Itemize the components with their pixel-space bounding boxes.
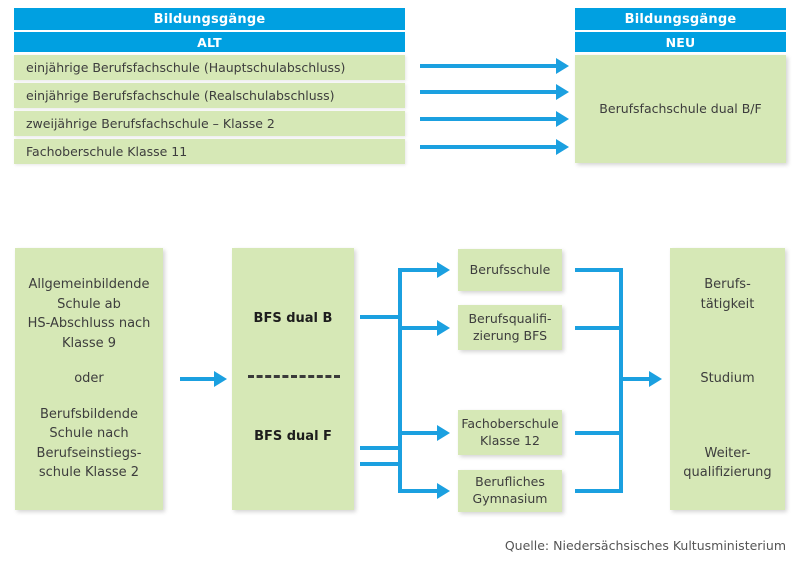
bfs-dual-f-label: BFS dual F <box>254 429 332 444</box>
new-panel-subheader: NEU <box>575 32 786 52</box>
new-panel-subheader-label: NEU <box>665 34 696 50</box>
transition-arrow-shaft <box>420 117 558 121</box>
merge-to-outcome-arrow-head <box>649 371 662 387</box>
old-program-row: zweijährige Berufsfachschule – Klasse 2 <box>14 111 405 136</box>
transition-arrow-head <box>556 58 569 74</box>
middle-box-fachoberschule: Fachoberschule Klasse 12 <box>458 410 562 455</box>
gymnasium-arrow-head <box>437 483 450 499</box>
branch-to-fachoberschule <box>398 431 440 435</box>
old-panel-subheader-label: ALT <box>197 34 222 50</box>
old-program-label: Fachoberschule Klasse 11 <box>26 144 188 159</box>
outcome-item-further-qualification: Weiter- qualifizierung <box>683 445 772 481</box>
entry-line-5: Berufsbildende <box>39 406 139 422</box>
branch-to-gymnasium <box>398 489 440 493</box>
middle-box-label: Berufsschule <box>469 261 551 277</box>
old-panel-header: Bildungsgänge <box>14 8 405 30</box>
old-program-label: zweijährige Berufsfachschule – Klasse 2 <box>26 116 275 131</box>
old-program-row: einjährige Berufsfachschule (Realschulab… <box>14 83 405 108</box>
branch-upper-stem <box>360 315 402 319</box>
middle-box-berufsqualifizierung: Berufsqualifi- zierung BFS <box>458 305 562 350</box>
old-program-label: einjährige Berufsfachschule (Realschulab… <box>26 88 335 103</box>
transition-arrow-head <box>556 139 569 155</box>
outcome-box: Berufs- tätigkeit Studium Weiter- qualif… <box>670 248 785 510</box>
merge-from-berufsqualifizierung <box>575 326 623 330</box>
middle-box-berufsschule: Berufsschule <box>458 249 562 291</box>
old-panel-subheader: ALT <box>14 32 405 52</box>
old-program-row: einjährige Berufsfachschule (Hauptschula… <box>14 55 405 80</box>
entry-line-3: HS-Abschluss nach <box>27 316 151 332</box>
merge-from-berufsschule <box>575 268 623 272</box>
merge-from-gymnasium <box>575 489 623 493</box>
entry-general-school-text: Allgemeinbildende Schule ab HS-Abschluss… <box>28 275 151 353</box>
new-programs-panel: Bildungsgänge NEU Berufsfachschule dual … <box>575 8 786 163</box>
berufsqualifizierung-arrow-head <box>437 320 450 336</box>
new-program-box: Berufsfachschule dual B/F <box>575 55 786 163</box>
branch-lower-trunk <box>398 431 402 493</box>
branch-upper-trunk <box>398 268 402 450</box>
branch-upper-return <box>360 446 402 450</box>
entry-line-2: Schule ab <box>57 296 121 312</box>
middle-box-label: Fachoberschule Klasse 12 <box>461 415 559 448</box>
branch-to-berufsschule <box>398 268 440 272</box>
entry-vocational-school-text: Berufsbildende Schule nach Berufseinstie… <box>37 405 142 483</box>
entry-line-4: Klasse 9 <box>61 335 117 351</box>
bfs-dual-divider <box>248 375 340 378</box>
middle-box-gymnasium: Berufliches Gymnasium <box>458 470 562 512</box>
branch-lower-stem <box>360 462 402 466</box>
middle-box-label: Berufsqualifi- zierung BFS <box>468 310 552 343</box>
entry-pathway-box: Allgemeinbildende Schule ab HS-Abschluss… <box>15 248 163 510</box>
old-programs-panel: Bildungsgänge ALT einjährige Berufsfachs… <box>14 8 405 168</box>
bfs-dual-box <box>232 248 354 510</box>
entry-to-dual-arrow-shaft <box>180 377 216 381</box>
merge-to-outcome-shaft <box>619 377 651 381</box>
transition-arrow-head <box>556 84 569 100</box>
entry-to-dual-arrow-head <box>214 371 227 387</box>
transition-arrow-shaft <box>420 145 558 149</box>
entry-line-6: Schule nach <box>49 426 129 442</box>
transition-arrow-shaft <box>420 64 558 68</box>
source-caption: Quelle: Niedersächsisches Kultusminister… <box>504 538 786 553</box>
entry-line-7: Berufseinstiegs- <box>36 445 142 461</box>
outcome-item-studies: Studium <box>700 371 755 387</box>
fachoberschule-arrow-head <box>437 425 450 441</box>
old-program-row: Fachoberschule Klasse 11 <box>14 139 405 164</box>
old-panel-header-label: Bildungsgänge <box>153 11 266 27</box>
entry-line-1: Allgemeinbildende <box>28 277 150 293</box>
berufsschule-arrow-head <box>437 262 450 278</box>
entry-connector-word: oder <box>74 371 104 387</box>
merge-from-fachoberschule <box>575 431 623 435</box>
branch-to-berufsqualifizierung <box>398 326 440 330</box>
outcome-item-employment: Berufs- tätigkeit <box>700 277 755 312</box>
transition-arrow-shaft <box>420 90 558 94</box>
old-program-label: einjährige Berufsfachschule (Hauptschula… <box>26 60 346 75</box>
middle-box-label: Berufliches Gymnasium <box>472 474 548 506</box>
new-panel-header-label: Bildungsgänge <box>624 11 737 27</box>
transition-arrow-head <box>556 111 569 127</box>
bfs-dual-b-label: BFS dual B <box>253 311 333 326</box>
new-program-label: Berufsfachschule dual B/F <box>599 100 762 116</box>
entry-line-8: schule Klasse 2 <box>38 465 140 481</box>
new-panel-header: Bildungsgänge <box>575 8 786 30</box>
